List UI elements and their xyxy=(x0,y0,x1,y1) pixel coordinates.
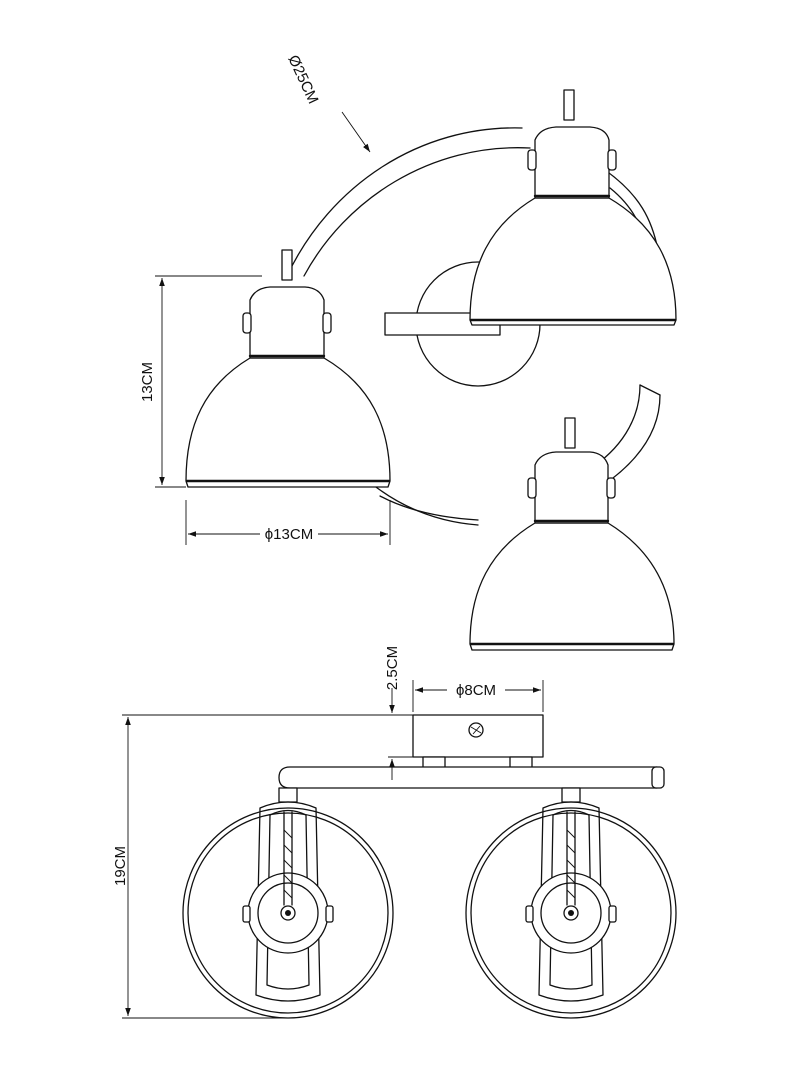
dim-shade-height: 13CM xyxy=(139,275,262,488)
dim-base-height: 2.5CM xyxy=(384,646,413,780)
curved-arm xyxy=(286,127,661,526)
dim-shade-diameter: ϕ13CM xyxy=(185,500,391,545)
dim-total-height-label: 19CM xyxy=(112,846,129,886)
dim-total-height: 19CM xyxy=(112,714,413,1019)
dim-base-diameter: ϕ8CM xyxy=(412,680,544,712)
dim-base-height-label: 2.5CM xyxy=(384,646,401,690)
horizontal-bar xyxy=(278,766,665,789)
bottom-view: 2.5CM ϕ8CM 19CM xyxy=(112,646,677,1019)
shade-top-right xyxy=(469,89,677,326)
dim-base-diameter-label: ϕ8CM xyxy=(456,682,496,699)
dim-shade-diameter-label: ϕ13CM xyxy=(265,526,313,543)
spot-left xyxy=(182,787,394,1019)
dim-arc-diameter-label: Ø25CM xyxy=(284,53,321,107)
top-view: Ø25CM 13CM ϕ13CM xyxy=(139,53,677,651)
spot-right xyxy=(465,787,677,1019)
dim-shade-height-label: 13CM xyxy=(139,362,156,402)
shade-left xyxy=(185,249,391,488)
dim-arc-diameter: Ø25CM xyxy=(284,53,371,153)
base-plate xyxy=(412,714,544,769)
shade-bottom-right xyxy=(469,417,675,651)
